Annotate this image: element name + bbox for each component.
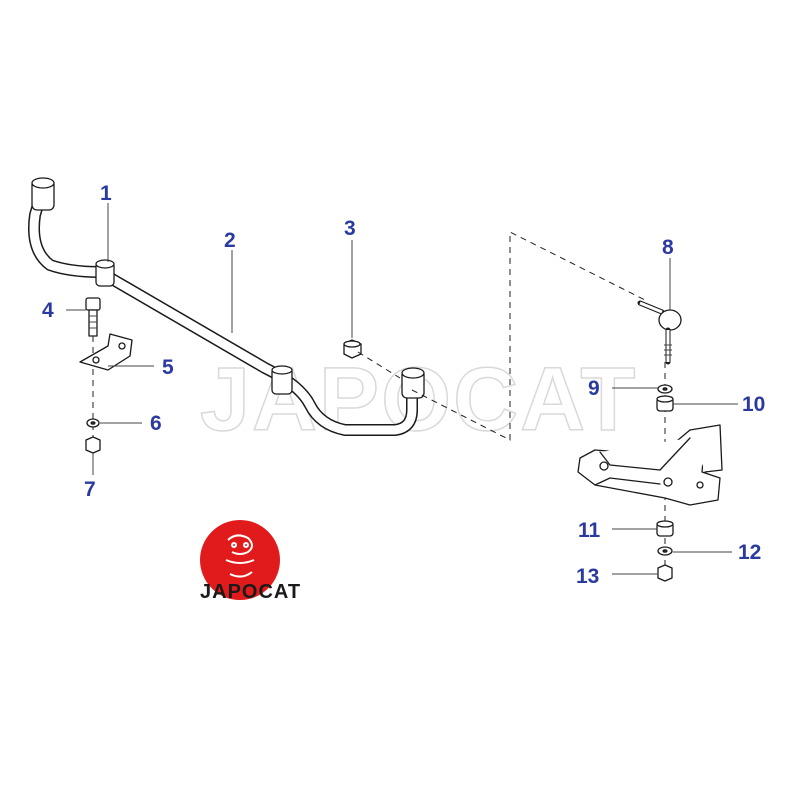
callout-7: 7 — [84, 478, 96, 501]
bolt-4 — [85, 297, 101, 337]
bushing-10 — [656, 395, 674, 412]
bushing-11 — [656, 520, 674, 537]
callout-1: 1 — [100, 182, 112, 205]
logo-red-circle — [200, 520, 280, 600]
callout-11: 11 — [578, 519, 601, 542]
control-arm-bracket — [577, 424, 723, 506]
callout-8: 8 — [662, 236, 674, 259]
washer-9 — [657, 384, 673, 394]
nut-13 — [657, 564, 673, 582]
logo-text: JAPOCAT — [200, 581, 301, 603]
callout-13: 13 — [576, 565, 599, 588]
nut-3 — [343, 339, 362, 359]
bracket-5 — [79, 333, 133, 371]
callout-12: 12 — [738, 541, 761, 564]
callout-4: 4 — [42, 299, 54, 322]
callout-5: 5 — [162, 356, 174, 379]
callout-2: 2 — [224, 229, 236, 252]
dash-line-nut-to-bar — [357, 351, 401, 379]
bar-bushing-1 — [95, 259, 115, 287]
callout-9: 9 — [588, 377, 600, 400]
dash-line-bar-to-link — [411, 231, 646, 441]
washer-6 — [86, 418, 100, 428]
washer-12 — [657, 546, 673, 556]
logo-cat-icon — [225, 534, 255, 578]
stabilizer-link-8 — [637, 300, 682, 365]
callout-3: 3 — [344, 217, 356, 240]
stabilizer-bar — [28, 177, 425, 436]
callout-10: 10 — [742, 393, 765, 416]
japocat-logo: JAPOCAT — [200, 520, 301, 603]
bar-bushing-2 — [271, 365, 293, 395]
nut-7 — [85, 436, 101, 454]
callout-6: 6 — [150, 412, 162, 435]
